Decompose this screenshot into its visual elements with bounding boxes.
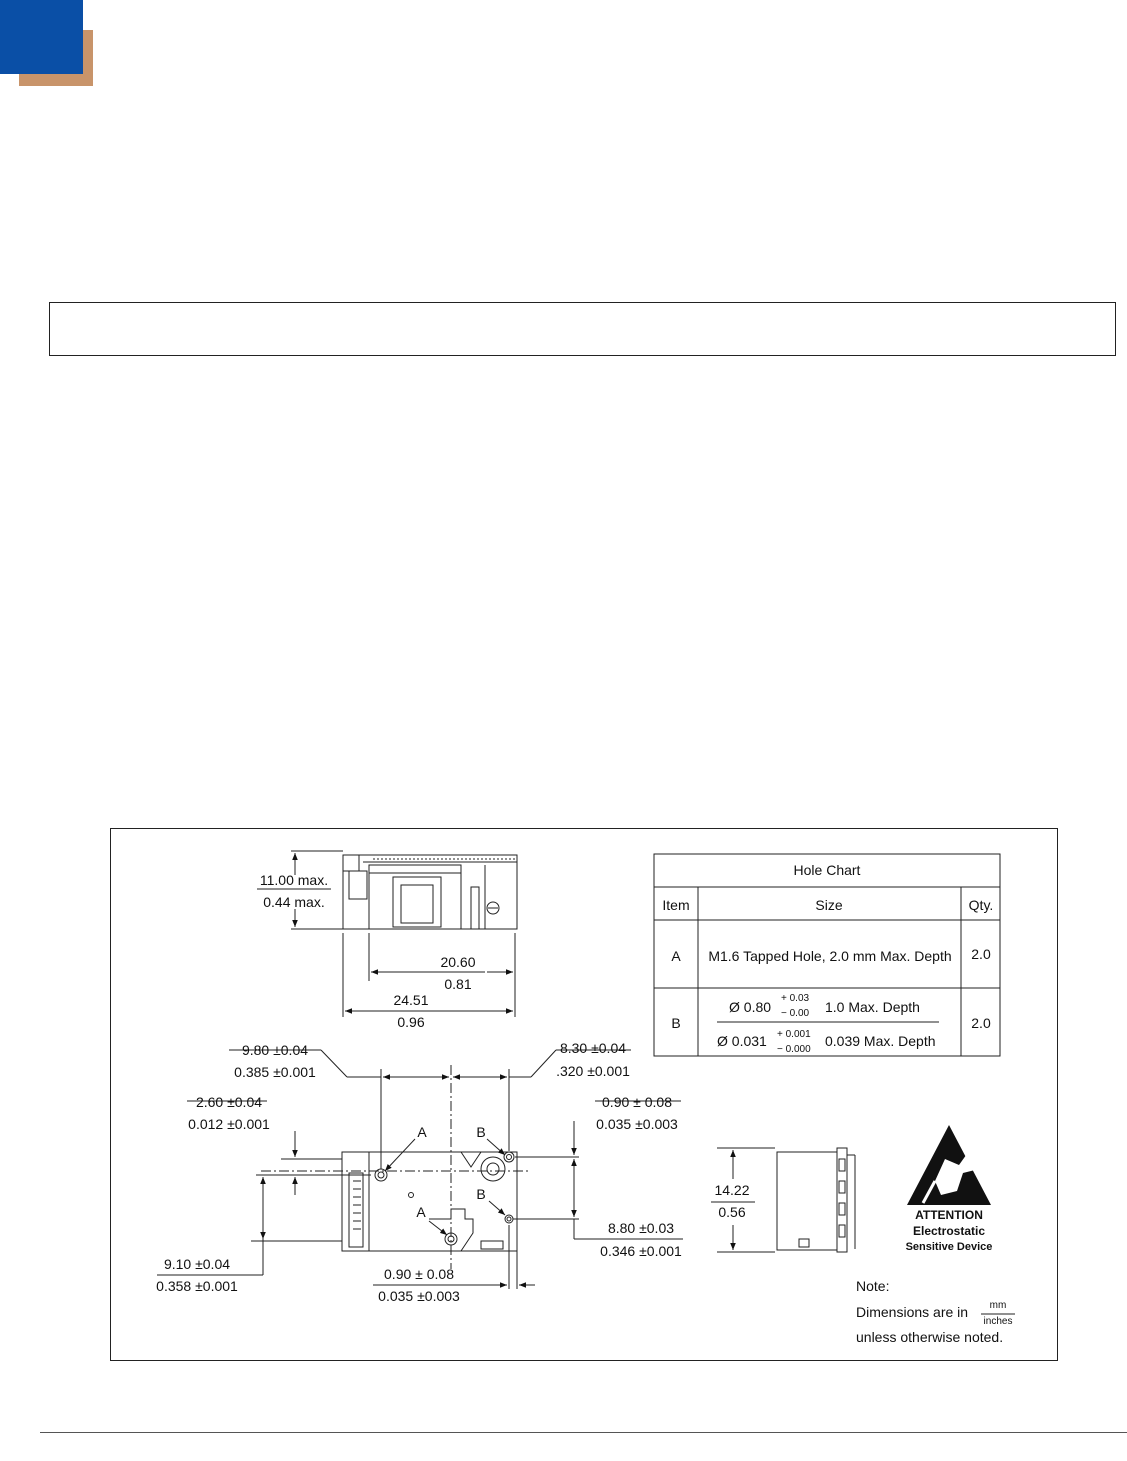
top-view (342, 854, 518, 930)
hole-chart-a-size: M1.6 Tapped Hole, 2.0 mm Max. Depth (708, 948, 951, 964)
hole-chart-b-dia-mm: Ø 0.80 (729, 999, 771, 1015)
hole-chart-b-tol-in-plus: + 0.001 (777, 1029, 811, 1040)
hole-chart-header-item: Item (662, 897, 689, 913)
hole-label-b-top: B (476, 1124, 485, 1140)
logo-block (0, 0, 83, 74)
side-view (776, 1147, 856, 1253)
dim-right-hole-x-mm: 8.30 ±0.04 (560, 1040, 626, 1056)
note-unit-top: mm (990, 1300, 1007, 1311)
dim-top-height-in: 0.44 max. (263, 894, 324, 910)
dim-right-height-mm: 8.80 ±0.03 (608, 1220, 674, 1236)
esd-line2: Electrostatic (913, 1224, 985, 1238)
dim-bottom-offset-mm: 0.90 ± 0.08 (384, 1266, 454, 1282)
hole-chart-b-tol-mm-plus: + 0.03 (781, 993, 810, 1004)
dim-overall-width-in: 0.96 (397, 1014, 424, 1030)
hole-chart-header-qty: Qty. (969, 897, 994, 913)
hole-label-a-bottom: A (416, 1204, 426, 1220)
dim-side-height-mm: 14.22 (714, 1182, 749, 1198)
dim-inner-width-in: 0.81 (444, 976, 471, 992)
dim-right-top-mm: 0.90 ± 0.08 (602, 1094, 672, 1110)
hole-chart-b-item: B (671, 1015, 680, 1031)
note-prefix: Dimensions are in (856, 1304, 968, 1320)
dim-inner-width-mm: 20.60 (440, 954, 475, 970)
hole-label-b-mid: B (476, 1186, 485, 1202)
hole-chart-b-qty: 2.0 (971, 1015, 991, 1031)
dim-bottom-offset-in: 0.035 ±0.003 (378, 1288, 460, 1304)
note-title: Note: (856, 1278, 889, 1294)
hole-chart-b-tol-mm-minus: − 0.00 (781, 1008, 810, 1019)
hole-chart-b-depth-in: 0.039 Max. Depth (825, 1033, 936, 1049)
dim-overall-width-mm: 24.51 (393, 992, 428, 1008)
esd-line1: ATTENTION (915, 1208, 983, 1222)
footer-rule (40, 1432, 1127, 1433)
hole-chart-a-qty: 2.0 (971, 946, 991, 962)
dim-right-top-in: 0.035 ±0.003 (596, 1116, 678, 1132)
hole-chart-b-tol-in-minus: − 0.000 (777, 1044, 811, 1055)
front-view (341, 1151, 518, 1252)
dim-left-height-in: 0.358 ±0.001 (156, 1278, 238, 1294)
hole-chart-title: Hole Chart (794, 862, 861, 878)
dim-right-hole-x-in: .320 ±0.001 (556, 1063, 630, 1079)
dim-left-hole-x-in: 0.385 ±0.001 (234, 1064, 316, 1080)
hole-chart-header-size: Size (815, 897, 842, 913)
hole-chart-b-depth-mm: 1.0 Max. Depth (825, 999, 920, 1015)
mechanical-drawing-frame: 11.00 max. 0.44 max. 20.60 0.81 24.51 0.… (110, 828, 1058, 1361)
dim-top-height-mm: 11.00 max. (260, 872, 328, 888)
note-suffix: unless otherwise noted. (856, 1329, 1003, 1345)
esd-warning-icon (907, 1125, 991, 1205)
dim-right-height-in: 0.346 ±0.001 (600, 1243, 682, 1259)
esd-line3: Sensitive Device (906, 1241, 993, 1253)
dim-top-offset-in: 0.012 ±0.001 (188, 1116, 270, 1132)
dim-side-height-in: 0.56 (718, 1204, 745, 1220)
hole-chart-b-dia-in: Ø 0.031 (717, 1033, 767, 1049)
mechanical-drawing: 11.00 max. 0.44 max. 20.60 0.81 24.51 0.… (156, 850, 1015, 1345)
hole-chart-table (653, 853, 1001, 1057)
header-box (49, 302, 1116, 356)
dim-left-height-mm: 9.10 ±0.04 (164, 1256, 230, 1272)
dim-left-hole-x-mm: 9.80 ±0.04 (242, 1042, 308, 1058)
hole-chart-a-item: A (671, 948, 681, 964)
hole-label-a-top: A (417, 1124, 427, 1140)
dim-top-offset-mm: 2.60 ±0.04 (196, 1094, 262, 1110)
note-unit-bottom: inches (984, 1316, 1013, 1327)
